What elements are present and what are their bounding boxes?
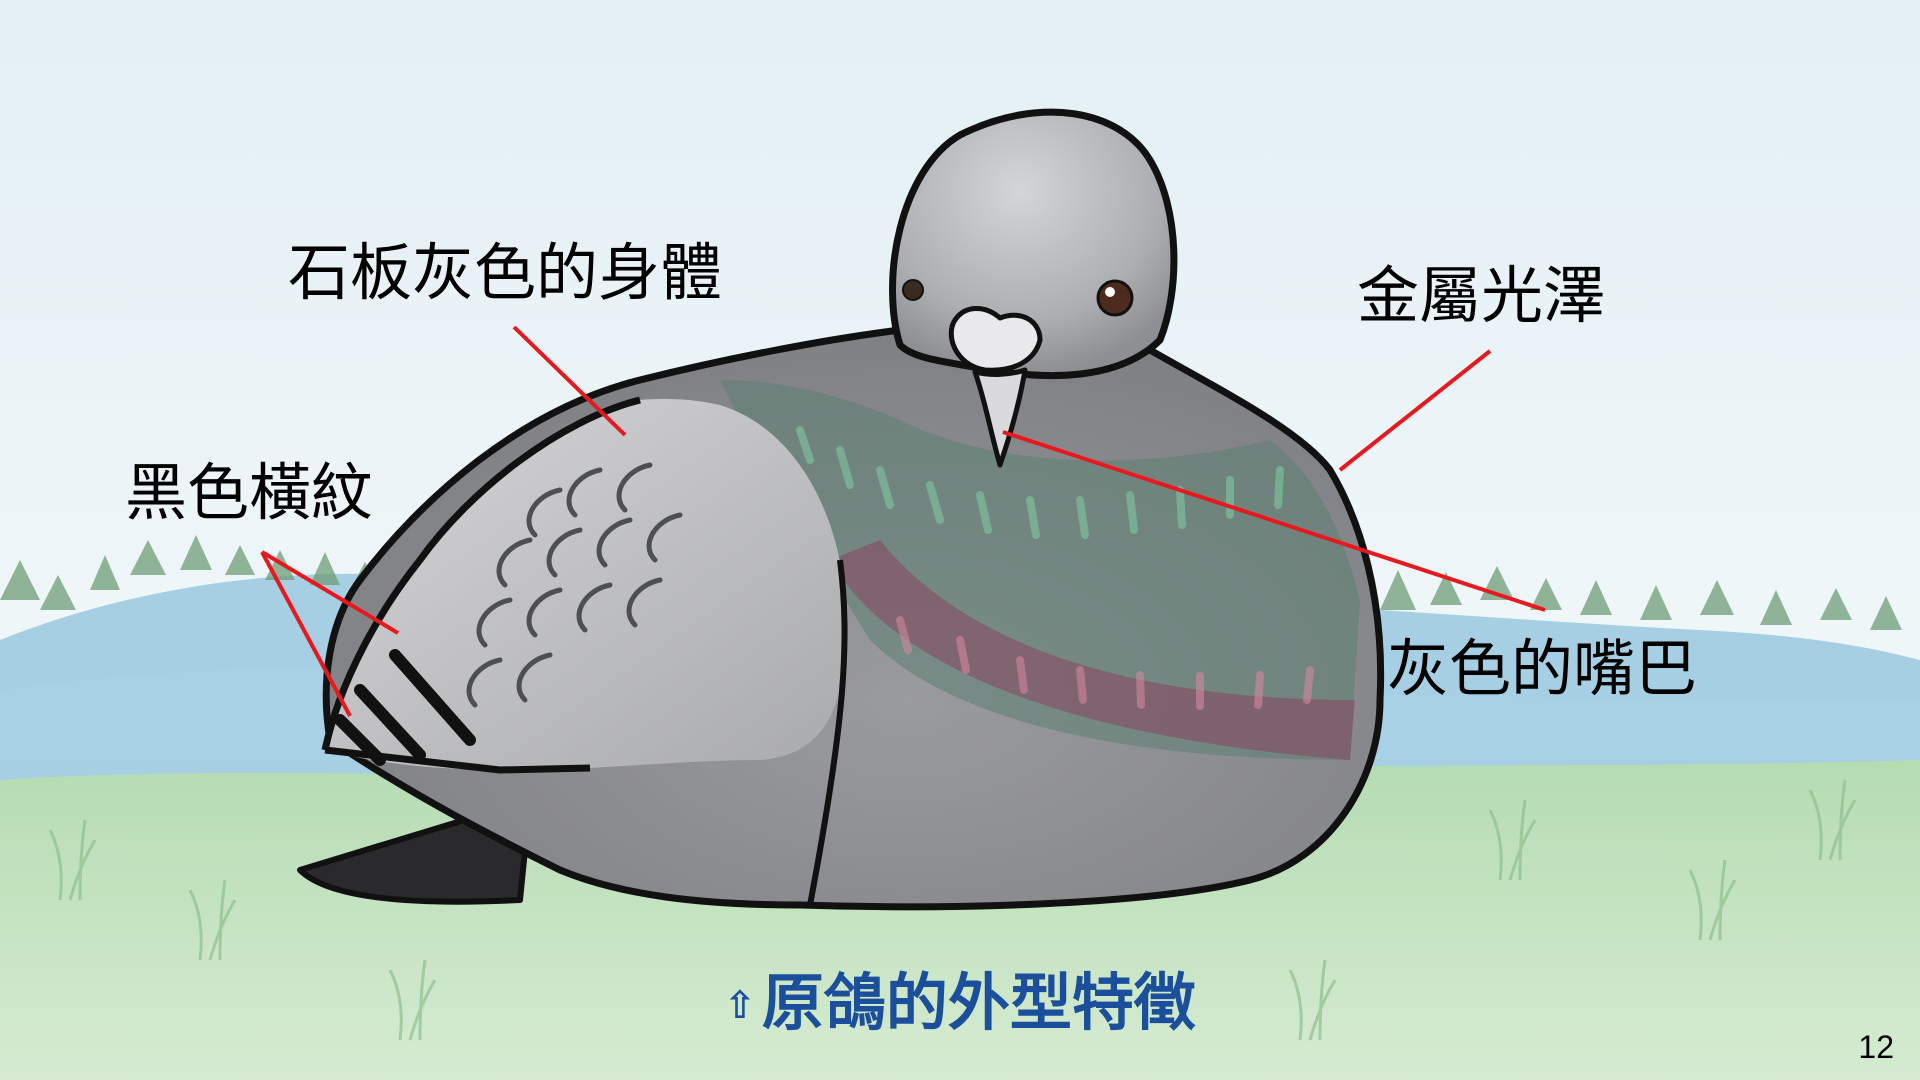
wing bbox=[325, 398, 846, 770]
cere bbox=[948, 306, 1043, 373]
left-eye bbox=[902, 279, 924, 301]
pointer-beak bbox=[1002, 430, 1546, 612]
page-number: 12 bbox=[1858, 1029, 1894, 1065]
right-eye bbox=[1096, 279, 1134, 317]
label-gray-beak: 灰色的嘴巴 bbox=[1387, 632, 1698, 705]
tree-line bbox=[0, 535, 1902, 630]
caption-text: 原鴿的外型特徵 bbox=[761, 966, 1196, 1039]
beak bbox=[972, 367, 1028, 468]
pointer-sheen bbox=[1338, 349, 1492, 472]
pigeon bbox=[297, 108, 1385, 911]
pointer-body bbox=[512, 325, 627, 437]
wing-feathers bbox=[466, 462, 683, 708]
caption: ⇧原鴿的外型特徵 bbox=[0, 972, 1920, 1034]
pointer-lines bbox=[260, 325, 1546, 717]
pointer-bars-2 bbox=[260, 551, 352, 717]
up-arrow-icon: ⇧ bbox=[724, 983, 756, 1027]
label-black-wing-bars: 黑色橫紋 bbox=[125, 456, 374, 529]
label-slate-gray-body: 石板灰色的身體 bbox=[288, 236, 723, 309]
label-metallic-sheen: 金屬光澤 bbox=[1357, 259, 1606, 332]
pointer-bars-1 bbox=[260, 550, 400, 635]
